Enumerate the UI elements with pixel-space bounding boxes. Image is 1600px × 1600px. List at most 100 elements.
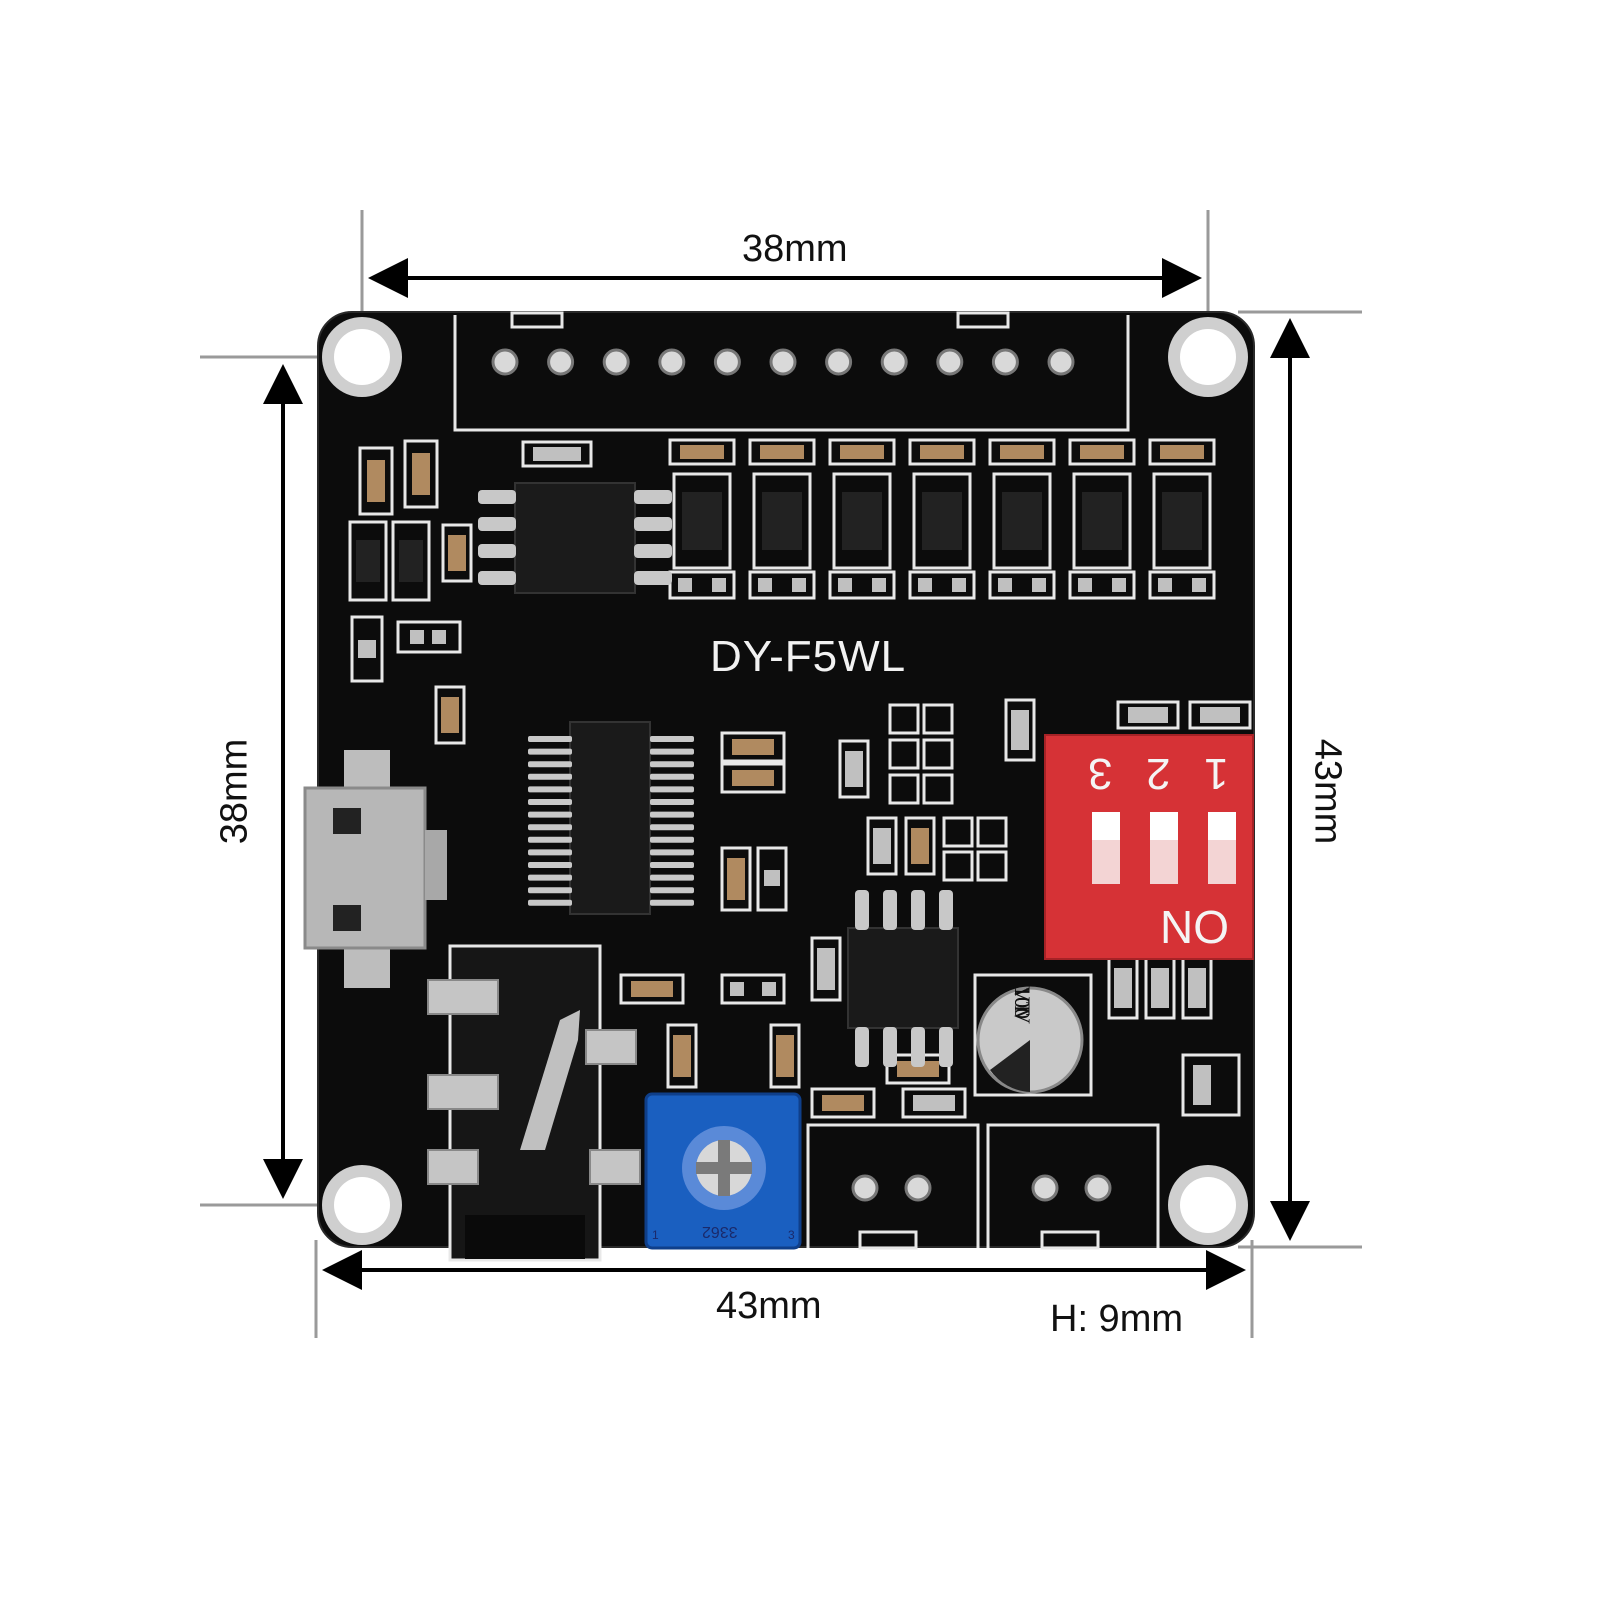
ic-pin	[528, 748, 572, 755]
header-pin	[880, 348, 908, 376]
diode-pad	[992, 472, 1052, 570]
diode-pad	[752, 472, 812, 570]
resistor-pad	[748, 438, 816, 466]
smd-pad	[908, 570, 976, 600]
smd-pad	[668, 570, 736, 600]
ic-pin	[528, 836, 572, 843]
diode	[682, 492, 722, 550]
diode-pad	[672, 472, 732, 570]
ic-pin	[650, 836, 694, 843]
ic-pin	[528, 799, 572, 805]
dip-position-3: 3	[1088, 749, 1113, 798]
bottom-width-label: 43mm	[716, 1285, 822, 1327]
ic-pin	[650, 862, 694, 868]
resistor-pad	[988, 438, 1056, 466]
smd-part	[918, 578, 932, 592]
smd-part	[872, 578, 886, 592]
diode-pad	[1072, 472, 1132, 570]
ic-pin	[528, 786, 572, 793]
ic-pin	[650, 761, 694, 768]
pin-header	[453, 311, 1130, 432]
electrolytic-capacitor	[973, 973, 1093, 1097]
diode	[922, 492, 962, 550]
ic-pin	[528, 849, 572, 856]
smd-part	[1192, 578, 1206, 592]
ic-pin	[650, 736, 694, 742]
smd-part	[758, 578, 772, 592]
top-width-label: 38mm	[742, 228, 848, 270]
resistor-pad	[828, 438, 896, 466]
diode-pad	[1152, 472, 1212, 570]
audio-jack	[427, 944, 641, 1262]
smd-part	[712, 578, 726, 592]
micro-usb-port	[303, 750, 447, 988]
resistor	[1160, 445, 1204, 459]
resistor	[760, 445, 804, 459]
ic-pin	[528, 899, 572, 906]
resistor-pad	[908, 438, 976, 466]
mounting-holes	[322, 317, 1248, 1245]
smd-pad	[1068, 570, 1136, 600]
ic-pin	[528, 736, 572, 742]
smd-part	[1032, 578, 1046, 592]
header-pin	[713, 348, 741, 376]
smd-part	[1078, 578, 1092, 592]
pot-pin-3: 3	[788, 1228, 795, 1242]
resistor	[1080, 445, 1124, 459]
smd-pad	[828, 570, 896, 600]
header-pin	[547, 348, 575, 376]
smd-part	[678, 578, 692, 592]
diode	[1002, 492, 1042, 550]
board-model-label: DY-F5WL	[710, 632, 907, 681]
header-pin	[769, 348, 797, 376]
ic-top-left	[478, 482, 672, 594]
smd-left-column	[348, 439, 593, 745]
smd-pad	[1148, 570, 1216, 600]
ic-pin	[650, 773, 694, 780]
dip-position-1: 1	[1204, 749, 1229, 798]
resistor	[1000, 445, 1044, 459]
smd-part	[792, 578, 806, 592]
smd-center	[619, 698, 1252, 1119]
smd-part	[1112, 578, 1126, 592]
resistor	[920, 445, 964, 459]
ic-pin	[650, 899, 694, 906]
capacitor-line-3: VT	[1010, 986, 1035, 1016]
header-pin	[658, 348, 686, 376]
ic-pin	[528, 824, 572, 831]
smd-pad	[748, 570, 816, 600]
ic-main	[528, 721, 694, 915]
ic-pin	[650, 874, 694, 881]
left-height-label: 38mm	[213, 738, 256, 845]
header-pin	[936, 348, 964, 376]
ic-pin	[650, 811, 694, 818]
ic-pin	[650, 748, 694, 755]
resistor	[840, 445, 884, 459]
header-pin	[825, 348, 853, 376]
smd-pad	[988, 570, 1056, 600]
ic-pin	[528, 887, 572, 894]
ic-pin	[650, 887, 694, 894]
header-pin	[491, 348, 519, 376]
ic-pin	[528, 874, 572, 881]
ic-pin	[650, 824, 694, 831]
ic-pin	[528, 761, 572, 768]
ic-pin	[650, 849, 694, 856]
right-height-label: 43mm	[1306, 738, 1349, 845]
resistor-pad	[1148, 438, 1216, 466]
ic-pin	[650, 786, 694, 793]
diode-pad	[912, 472, 972, 570]
diode	[1082, 492, 1122, 550]
speaker-terminals	[806, 1123, 1160, 1250]
diode	[1162, 492, 1202, 550]
potentiometer	[644, 1092, 802, 1250]
resistor	[680, 445, 724, 459]
ic-pin	[528, 773, 572, 780]
diode-pad	[832, 472, 892, 570]
dip-on-label: ON	[1160, 901, 1229, 953]
header-pin	[1047, 348, 1075, 376]
dip-position-2: 2	[1146, 749, 1171, 798]
